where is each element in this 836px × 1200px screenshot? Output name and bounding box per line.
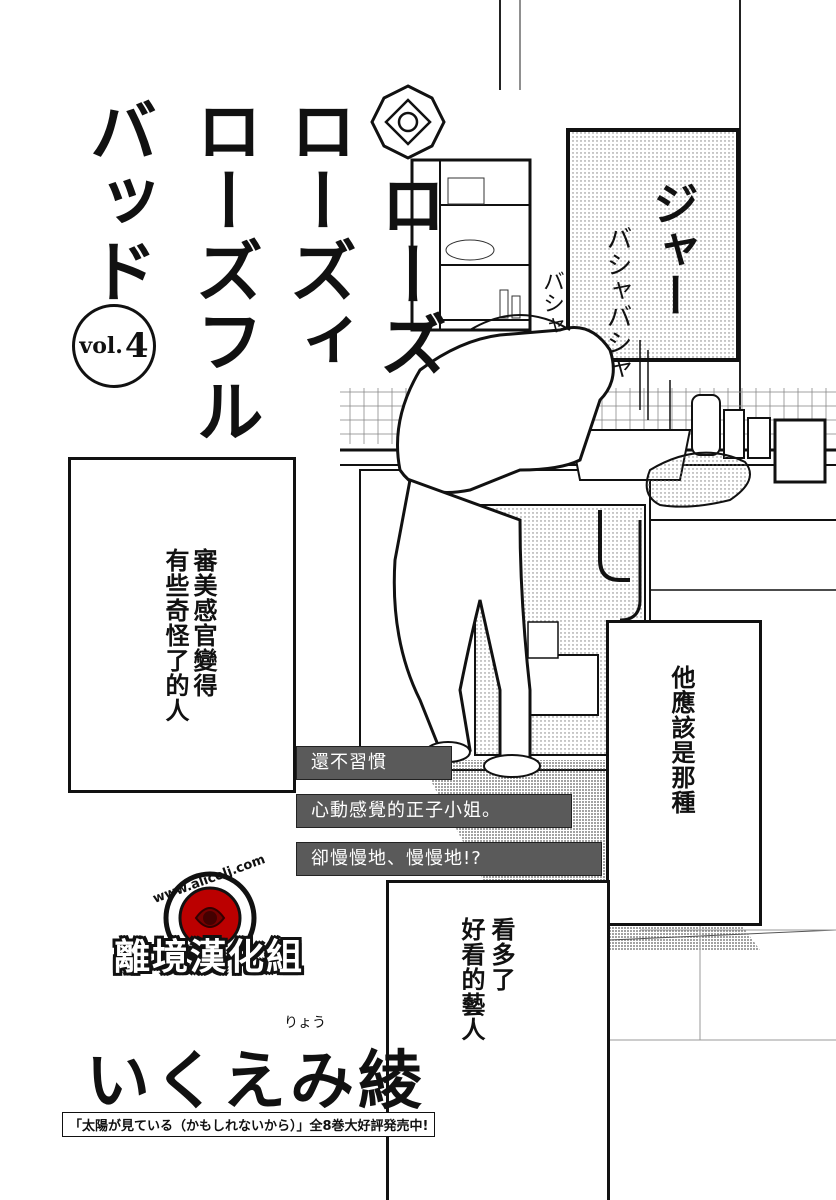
caption-3: 卻慢慢地、慢慢地!? (296, 842, 602, 876)
title-line-1: ローズ (367, 170, 446, 380)
volume-number: 4 (124, 326, 149, 366)
promo-text: 「太陽が見ている（かもしれないから）」全8巻大好評発売中! (62, 1112, 436, 1137)
title-line-2: ローズィ (277, 96, 356, 376)
rose-logo-icon (163, 871, 257, 965)
group-name: 離境漢化組 (114, 937, 305, 978)
speech-bottom-line-1: 看多了 (487, 917, 515, 992)
speech-bottom-line-2: 好看的藝人 (457, 917, 485, 1042)
speech-box-bottom: 看多了 好看的藝人 (386, 880, 610, 1200)
speech-right-line: 他應該是那種 (667, 665, 695, 815)
speech-left-line-2: 有些奇怪了的人 (161, 548, 189, 723)
title-line-3: ローズフル (183, 96, 262, 446)
author-ruby: りょう (284, 1015, 326, 1031)
sfx-splash-1: バシャバシャ (602, 225, 632, 381)
speech-box-right: 他應該是那種 (606, 620, 762, 926)
author-name: いくえみ綾 (86, 1045, 426, 1119)
volume-badge: vol.4 (72, 304, 156, 388)
speech-left-line-1: 審美感官變得 (189, 548, 217, 698)
speech-box-left: 審美感官變得 有些奇怪了的人 (68, 457, 296, 793)
sfx-gush: ジャー (646, 180, 700, 318)
caption-2: 心動感覺的正子小姐。 (296, 794, 572, 828)
title-line-4: バッド (77, 96, 156, 306)
caption-1: 還不習慣 (296, 746, 452, 780)
sfx-splash-2: バシャ (539, 270, 564, 336)
volume-prefix: vol. (79, 333, 123, 359)
